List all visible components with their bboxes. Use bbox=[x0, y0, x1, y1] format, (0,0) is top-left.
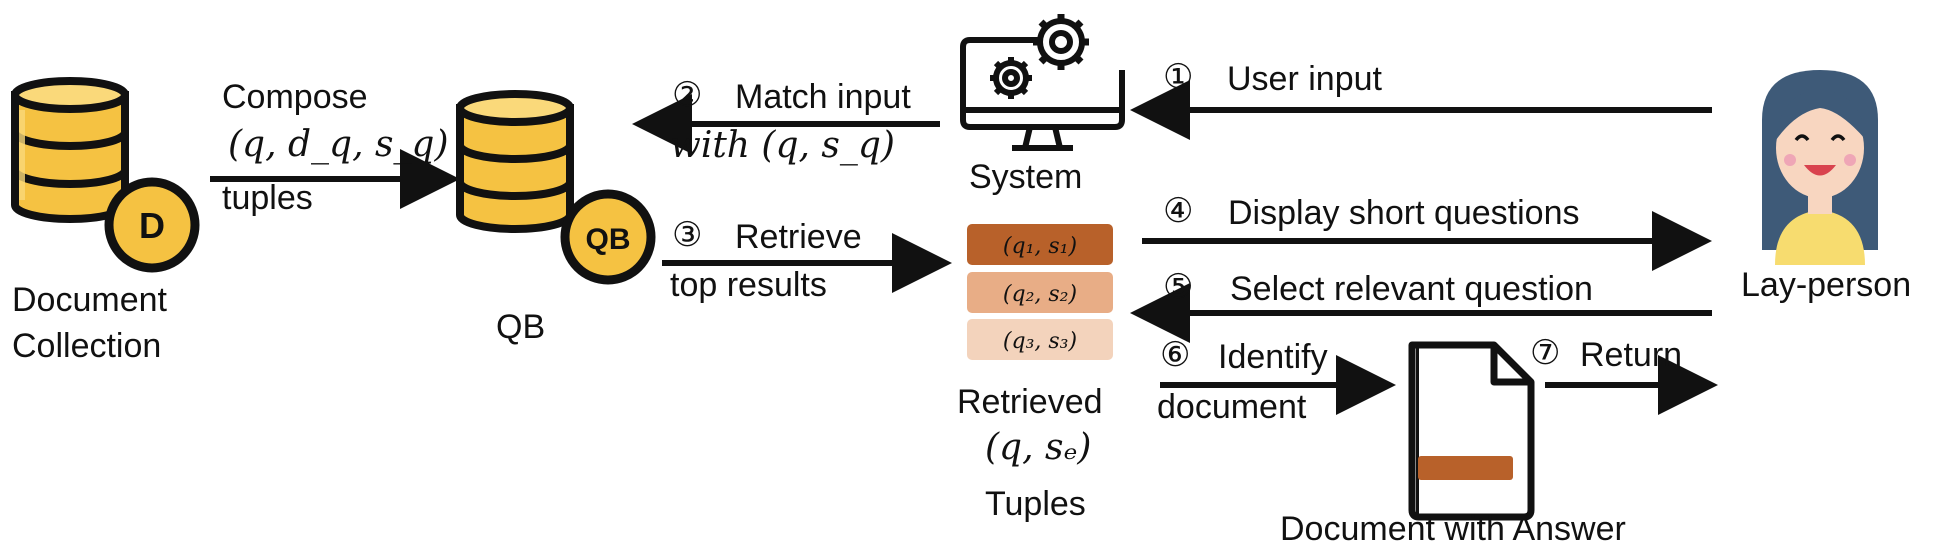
step5-number: ⑤ bbox=[1163, 268, 1194, 306]
step6-label-line2: document bbox=[1157, 388, 1307, 426]
document-badge-text: D bbox=[139, 205, 165, 246]
step7-number: ⑦ bbox=[1530, 334, 1561, 372]
step5-label: Select relevant question bbox=[1230, 270, 1593, 308]
step1-label: User input bbox=[1227, 60, 1382, 98]
step4-number: ④ bbox=[1163, 192, 1194, 230]
tuple-box-3 bbox=[967, 319, 1113, 360]
retrieved-label-line1: Retrieved bbox=[957, 383, 1103, 421]
tuple-box-2 bbox=[967, 272, 1113, 313]
retrieved-label-line3: Tuples bbox=[985, 485, 1086, 523]
compose-label-line1: Compose bbox=[222, 78, 368, 116]
tuple-text-2: (q₂, s₂) bbox=[1003, 282, 1077, 307]
step3-label-line1: Retrieve bbox=[735, 218, 862, 256]
step6-number: ⑥ bbox=[1160, 336, 1191, 374]
step1-number: ① bbox=[1163, 58, 1194, 96]
tuple-text-1: (q₁, s₁) bbox=[1003, 234, 1077, 259]
tuple-text-3: (q₃, s₃) bbox=[1003, 329, 1077, 354]
qb-badge-text: QB bbox=[586, 223, 631, 256]
retrieved-label-line2: (q, sₑ) bbox=[985, 427, 1092, 468]
document-with-answer-label: Document with Answer bbox=[1280, 510, 1626, 548]
step3-label-line2: top results bbox=[670, 266, 827, 304]
step4-label: Display short questions bbox=[1228, 194, 1580, 232]
document-collection-label-line1: Document bbox=[12, 281, 167, 319]
compose-label-line2: (q, d_q, s_q) bbox=[228, 124, 449, 165]
step6-label-line1: Identify bbox=[1218, 338, 1328, 376]
tuple-box-1 bbox=[967, 224, 1113, 265]
document-collection-label-line2: Collection bbox=[12, 327, 162, 365]
qb-label: QB bbox=[496, 308, 546, 346]
document-badge: D bbox=[104, 177, 200, 273]
qb-badge: QB bbox=[560, 189, 656, 285]
step2-number: ② bbox=[672, 76, 703, 114]
step7-label: Return bbox=[1580, 336, 1683, 374]
document-with-answer-icon bbox=[1408, 341, 1535, 521]
system-monitor-gears-icon bbox=[960, 14, 1125, 151]
step2-label-line2: with (q, s_q) bbox=[670, 125, 895, 166]
lay-person-label: Lay-person bbox=[1741, 266, 1912, 304]
retrieved-tuples-stack: (q₁, s₁) (q₂, s₂) (q₃, s₃) bbox=[967, 224, 1113, 360]
qb-database-icon bbox=[456, 90, 574, 233]
lay-person-icon bbox=[1762, 70, 1878, 265]
compose-label-line3: tuples bbox=[222, 179, 313, 217]
document-collection-database-icon bbox=[11, 77, 129, 223]
answer-highlight-bar bbox=[1418, 456, 1513, 480]
system-label: System bbox=[969, 158, 1083, 196]
step2-label-line1: Match input bbox=[735, 78, 911, 116]
step3-number: ③ bbox=[672, 216, 703, 254]
